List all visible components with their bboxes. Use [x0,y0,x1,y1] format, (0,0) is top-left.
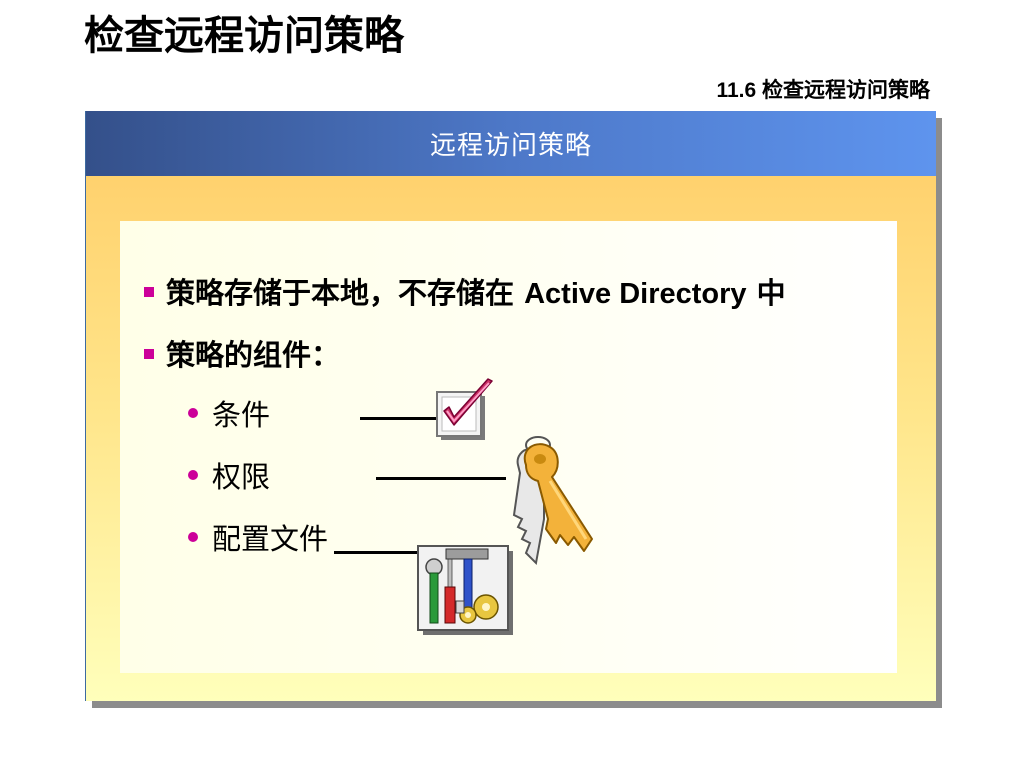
section-label: 11.6 检查远程访问策略 [716,79,930,102]
sub-item-conditions: 条件 [188,391,270,435]
bullet-text-end: 中 [746,276,786,310]
panel-header: 远程访问策略 [86,111,936,176]
key-icon [496,435,596,571]
slide-title: 检查远程访问策略 [84,13,404,59]
content-panel: 远程访问策略 策略存储于本地，不存储在 Active Directory 中 策… [85,111,936,701]
bullet-text-cn: 策略存储于本地，不存储在 [166,276,525,310]
bullet-text: 策略存储于本地，不存储在 Active Directory 中 [166,270,786,312]
dot-bullet-icon [188,470,198,480]
dot-bullet-icon [188,408,198,418]
sub-item-label: 权限 [212,460,271,494]
sub-item-label: 条件 [212,398,271,432]
bullet-item-components: 策略的组件： [144,331,340,375]
bullet-text: 策略的组件： [166,338,341,372]
tools-icon [416,543,516,637]
square-bullet-icon [144,287,154,297]
bullet-item-storage: 策略存储于本地，不存储在 Active Directory 中 [144,269,786,313]
connector-line-permissions [376,477,506,480]
checkmark-icon [434,377,498,443]
connector-line-profile [334,551,420,554]
dot-bullet-icon [188,532,198,542]
content-box: 策略存储于本地，不存储在 Active Directory 中 策略的组件： 条… [120,221,897,673]
sub-item-label: 配置文件 [212,522,329,556]
bullet-text-latin: Active Directory [524,278,747,310]
square-bullet-icon [144,349,154,359]
connector-line-conditions [360,417,438,420]
panel-header-title: 远程访问策略 [429,131,592,161]
sub-item-permissions: 权限 [188,453,270,497]
sub-item-profile: 配置文件 [188,515,328,559]
